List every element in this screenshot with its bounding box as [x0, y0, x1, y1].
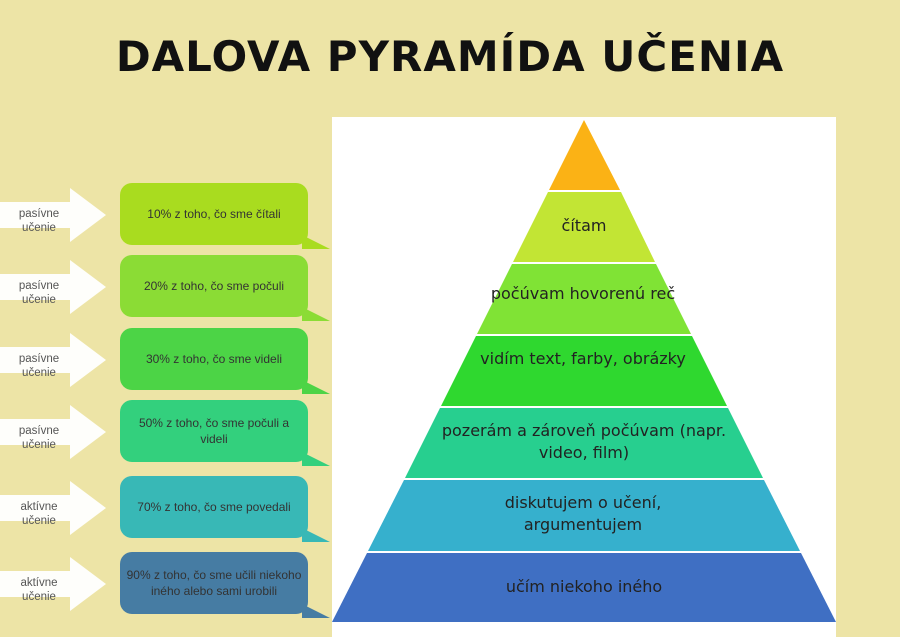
- learning-type-label: pasívne učenie: [18, 280, 60, 306]
- tier-label-6: učím niekoho iného: [505, 577, 663, 596]
- learning-type-arrow: aktívne učenie: [0, 481, 106, 535]
- learning-type-label: pasívne učenie: [18, 425, 60, 451]
- learning-type-label: aktívne učenie: [20, 577, 58, 603]
- bubble-tail: [302, 452, 330, 466]
- retention-bubble: 10% z toho, čo sme čítali: [120, 183, 330, 249]
- retention-text: 20% z toho, čo sme počuli: [143, 279, 285, 293]
- tier-label-3: vidím text, farby, obrázky: [480, 349, 686, 368]
- retention-text: 70% z toho, čo sme povedali: [137, 500, 291, 514]
- arrow-icon: [0, 333, 106, 387]
- pyramid-tier-6: [332, 553, 836, 622]
- retention-bubble: 50% z toho, čo sme počuli a videli: [120, 400, 330, 466]
- tier-label-1: čítam: [561, 216, 607, 235]
- retention-text: 30% z toho, čo sme videli: [145, 352, 283, 366]
- learning-type-label: pasívne učenie: [18, 208, 60, 234]
- pyramid-tier-5: [368, 480, 800, 551]
- page-title: DALOVA PYRAMÍDA UČENIA: [115, 32, 785, 81]
- retention-text: 10% z toho, čo sme čítali: [147, 207, 281, 221]
- retention-bubble: 30% z toho, čo sme videli: [120, 328, 330, 394]
- pyramid-tier-3: [441, 336, 727, 406]
- retention-bubble: 20% z toho, čo sme počuli: [120, 255, 330, 321]
- bubble-tail: [302, 380, 330, 394]
- retention-bubble: 70% z toho, čo sme povedali: [120, 476, 330, 542]
- retention-text: 90% z toho, čo sme učili niekoho iného a…: [126, 568, 302, 598]
- tier-label-4: pozerám a zároveň počúvam (napr. video, …: [441, 421, 727, 462]
- bubble-tail: [302, 528, 330, 542]
- pyramid-tier-4: [405, 408, 763, 478]
- arrow-icon: [0, 188, 106, 242]
- learning-type-arrow: aktívne učenie: [0, 557, 106, 611]
- learning-type-label: aktívne učenie: [20, 501, 58, 527]
- learning-type-arrow: pasívne učenie: [0, 333, 106, 387]
- pyramid-tier-1: [513, 192, 655, 262]
- arrow-icon: [0, 557, 106, 611]
- arrow-icon: [0, 481, 106, 535]
- bubble-tail: [302, 307, 330, 321]
- learning-type-label: pasívne učenie: [18, 353, 60, 379]
- tier-label-2: počúvam hovorenú reč: [490, 284, 676, 303]
- learning-type-arrow: pasívne učenie: [0, 405, 106, 459]
- arrow-icon: [0, 405, 106, 459]
- bubble-tail: [302, 235, 330, 249]
- pyramid-tier-2: [477, 264, 691, 334]
- retention-text: 50% z toho, čo sme počuli a videli: [138, 416, 290, 446]
- learning-type-arrow: pasívne učenie: [0, 260, 106, 314]
- arrow-icon: [0, 260, 106, 314]
- learning-type-arrow: pasívne učenie: [0, 188, 106, 242]
- tier-label-5: diskutujem o učení, argumentujem: [504, 493, 662, 534]
- pyramid-tier-apex: [549, 120, 620, 190]
- retention-bubble: 90% z toho, čo sme učili niekoho iného a…: [120, 552, 330, 618]
- bubble-tail: [302, 604, 330, 618]
